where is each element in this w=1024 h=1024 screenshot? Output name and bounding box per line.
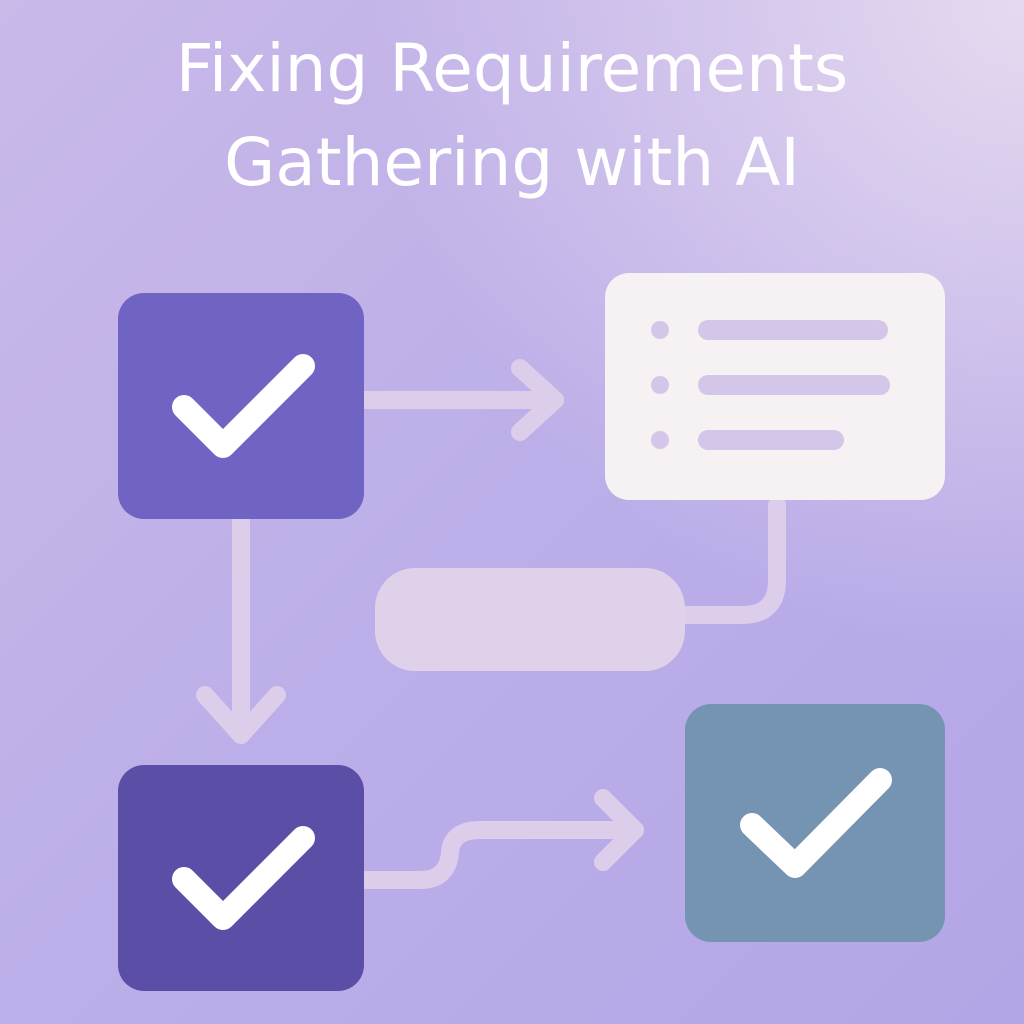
list-line	[698, 430, 844, 450]
list-icon	[651, 320, 890, 450]
arrow-right-icon	[594, 789, 644, 871]
box-background	[118, 293, 364, 519]
check-icon	[172, 354, 315, 458]
connector-doc-to-pill	[671, 496, 786, 624]
list-bullet	[651, 431, 669, 449]
page-title: Fixing Requirements Gathering with AI	[0, 22, 1024, 210]
list-line	[698, 375, 890, 395]
connector-bottom-arrow	[356, 821, 644, 889]
list-line	[698, 320, 888, 340]
check-icon	[740, 768, 892, 878]
box-background	[685, 704, 945, 942]
arrow-right-icon	[511, 359, 564, 441]
arrow-down-icon	[196, 686, 286, 744]
placeholder-pill	[375, 568, 685, 671]
title-line-1: Fixing Requirements	[175, 30, 849, 107]
title-line-2: Gathering with AI	[224, 124, 800, 201]
list-bullet	[651, 321, 669, 339]
check-box-bottom-right	[685, 704, 945, 942]
connectors	[196, 359, 786, 889]
list-bullet	[651, 376, 669, 394]
check-box-top-left	[118, 293, 364, 519]
check-box-bottom-left	[118, 765, 364, 991]
check-icon	[172, 826, 315, 930]
box-background	[118, 765, 364, 991]
requirements-doc-card	[605, 273, 945, 500]
